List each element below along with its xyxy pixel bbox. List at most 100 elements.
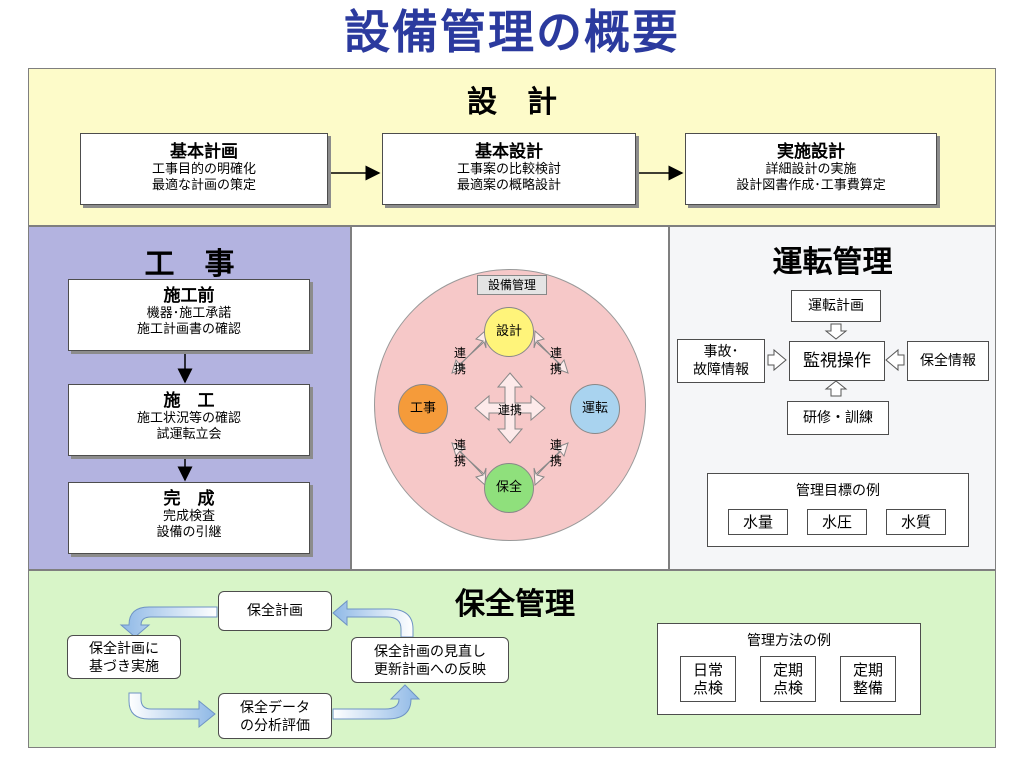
operation-plan: 運転計画 (791, 290, 881, 322)
node-design: 設計 (484, 307, 534, 357)
link-char: 携 (453, 362, 466, 376)
construction-step-line: 完成検査 (162, 509, 215, 524)
construction-step-title: 完 成 (163, 489, 215, 509)
construction-step-complete: 完 成 完成検査 設備の引継 (68, 482, 310, 554)
maintenance-analysis: 保全データ の分析評価 (218, 693, 332, 739)
construction-step-line: 機器･施工承諾 (146, 306, 232, 321)
construction-step-title: 施工前 (163, 286, 215, 306)
accident-line: 事故･ (703, 344, 739, 360)
link-label-bottom-left: 連 携 (452, 437, 468, 469)
method-item: 定期 点検 (760, 656, 816, 702)
maintenance-header: 保全管理 (455, 587, 575, 622)
design-step-line: 工事案の比較検討 (456, 162, 561, 177)
design-step-line: 最適な計画の策定 (151, 178, 256, 193)
design-step-line: 工事目的の明確化 (151, 162, 256, 177)
construction-step-line: 施工状況等の確認 (136, 411, 241, 426)
diagonal-arrow-icon (451, 442, 487, 487)
chevron-up-icon (824, 380, 848, 397)
node-maintenance: 保全 (484, 463, 534, 513)
link-char: 携 (549, 362, 562, 376)
design-step-title: 実施設計 (777, 142, 845, 162)
review-line: 更新計画への反映 (374, 662, 486, 678)
link-char: 連 (453, 346, 466, 360)
chevron-down-icon (824, 323, 848, 340)
chevron-left-icon (885, 348, 905, 372)
construction-step-title: 施 工 (163, 391, 215, 411)
node-label: 運転 (581, 401, 608, 416)
node-label: 保全 (495, 480, 522, 495)
construction-panel: 工 事 施工前 機器･施工承諾 施工計画書の確認 施 工 施工状況等の確認 試運… (28, 226, 351, 570)
design-step-line: 詳細設計の実施 (765, 162, 857, 177)
operation-maintenance-info: 保全情報 (907, 341, 989, 381)
link-char: 連 (549, 346, 562, 360)
operation-panel: 運転管理 運転計画 監視操作 事故･ 故障情報 保全情報 研修・訓練 管理目標の… (669, 226, 996, 570)
design-step-title: 基本設計 (475, 142, 543, 162)
operation-goals: 管理目標の例 水量 水圧 水質 (707, 473, 969, 547)
maintenance-methods-title: 管理方法の例 (747, 633, 831, 649)
analysis-line: 保全データ (240, 700, 310, 716)
design-step-line: 最適案の概略設計 (456, 178, 561, 193)
operation-accident: 事故･ 故障情報 (677, 339, 765, 383)
maintenance-implement: 保全計画に 基づき実施 (67, 635, 181, 679)
method-line: 点検 (772, 679, 803, 697)
page-title: 設備管理の概要 (344, 5, 680, 59)
method-line: 整備 (852, 679, 883, 697)
link-char: 携 (549, 454, 562, 468)
design-panel: 設 計 基本計画 工事目的の明確化 最適な計画の策定 基本設計 工事案の比較検討… (28, 68, 996, 226)
construction-flow-arrows (177, 354, 193, 482)
design-step-detailed-design: 実施設計 詳細設計の実施 設計図書作成･工事費算定 (685, 133, 937, 205)
review-line: 保全計画の見直し (374, 644, 486, 660)
construction-step-line: 施工計画書の確認 (136, 322, 241, 337)
method-line: 点検 (692, 679, 723, 697)
link-label-top-left: 連 携 (452, 345, 468, 377)
maintenance-methods: 管理方法の例 日常 点検 定期 点検 定期 整備 (657, 623, 921, 715)
link-char: 携 (453, 454, 466, 468)
link-label-top-right: 連 携 (548, 345, 564, 377)
maintenance-panel: 保全管理 保全計画 保全計画に 基づき実施 保全データ の分析評価 保全計画の見… (28, 570, 996, 748)
design-step-title: 基本計画 (170, 142, 238, 162)
design-step-basic-plan: 基本計画 工事目的の明確化 最適な計画の策定 (80, 133, 328, 205)
curved-arrow-icon (332, 684, 421, 720)
goal-item: 水質 (886, 509, 946, 535)
link-label-bottom-right: 連 携 (548, 437, 564, 469)
center-arrows (451, 329, 569, 487)
curved-arrow-icon (119, 606, 218, 638)
node-label: 工事 (409, 401, 436, 416)
four-way-arrow-icon (474, 372, 546, 444)
operation-goals-title: 管理目標の例 (796, 483, 880, 499)
link-char: 連 (549, 438, 562, 452)
accident-line: 故障情報 (693, 362, 749, 378)
diagonal-arrow-icon (533, 329, 569, 374)
construction-step-pre: 施工前 機器･施工承諾 施工計画書の確認 (68, 279, 310, 351)
link-char: 連 (453, 438, 466, 452)
diagonal-arrow-icon (533, 442, 569, 487)
operation-arrows (767, 323, 905, 397)
node-operation: 運転 (570, 384, 620, 434)
curved-arrow-icon (128, 692, 216, 729)
goal-item: 水量 (728, 509, 788, 535)
method-line: 定期 (772, 661, 803, 679)
design-header: 設 計 (467, 85, 557, 120)
maintenance-plan: 保全計画 (218, 591, 332, 631)
construction-step-work: 施 工 施工状況等の確認 試運転立会 (68, 384, 310, 456)
chevron-right-icon (767, 348, 787, 372)
method-line: 定期 (852, 661, 883, 679)
analysis-line: の分析評価 (240, 718, 310, 734)
center-panel: 設備管理 設計 工事 運転 保全 連携 連 携 連 携 連 携 連 携 (351, 226, 669, 570)
center-label: 設備管理 (477, 275, 547, 295)
design-flow-arrows (331, 165, 684, 181)
goal-item: 水圧 (807, 509, 867, 535)
implement-line: 基づき実施 (89, 659, 159, 675)
construction-step-line: 試運転立会 (156, 427, 222, 442)
operation-training: 研修・訓練 (787, 401, 889, 435)
diagonal-arrow-icon (451, 329, 487, 374)
construction-header: 工 事 (144, 247, 235, 282)
construction-step-line: 設備の引継 (156, 525, 222, 540)
maintenance-review: 保全計画の見直し 更新計画への反映 (351, 637, 509, 683)
operation-monitor: 監視操作 (789, 341, 885, 381)
design-step-basic-design: 基本設計 工事案の比較検討 最適案の概略設計 (382, 133, 636, 205)
node-construction: 工事 (398, 384, 448, 434)
implement-line: 保全計画に (89, 641, 159, 657)
design-step-line: 設計図書作成･工事費算定 (736, 178, 886, 193)
method-item: 定期 整備 (840, 656, 896, 702)
